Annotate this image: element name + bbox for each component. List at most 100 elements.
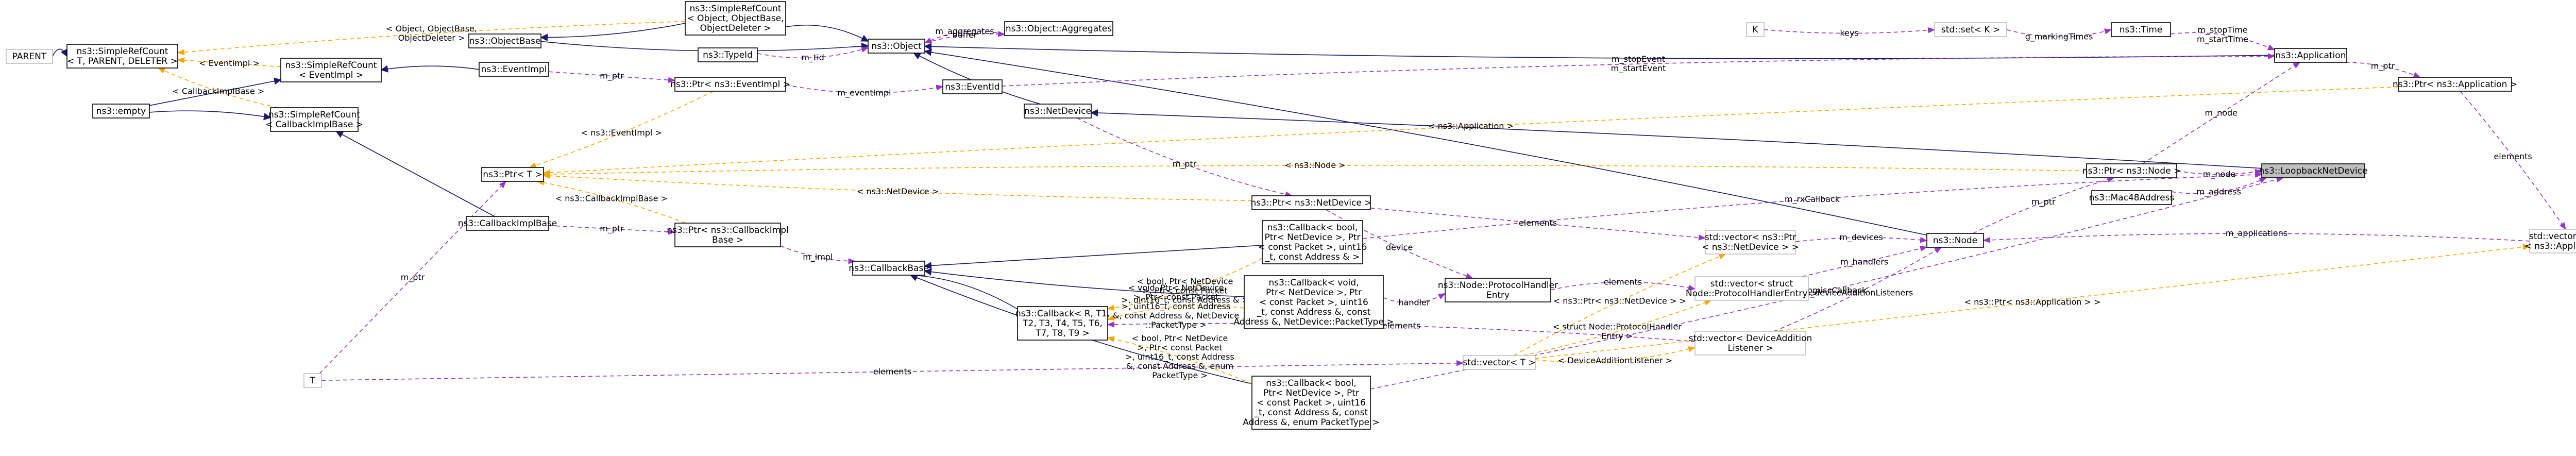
edge-inherit-eventimpl-to-simplerefcount-ev bbox=[380, 65, 480, 73]
class-node-callback-bool1[interactable]: ns3::Callback< bool,Ptr< NetDevice >, Pt… bbox=[1258, 220, 1367, 264]
edge-label: elements bbox=[873, 366, 911, 376]
edge-inherit-application-to-object bbox=[924, 43, 2275, 59]
edge-usage-netdevice-to-ptr-netdevice bbox=[1076, 117, 1293, 197]
class-node-label: < ns3::Application > > bbox=[2524, 241, 2576, 251]
class-node-node[interactable]: ns3::Node bbox=[1926, 233, 1984, 248]
class-node-label: Entry bbox=[1486, 290, 1510, 300]
class-node-ptr-application[interactable]: ns3::Ptr< ns3::Application > bbox=[2393, 77, 2517, 92]
class-node-ptr-node[interactable]: ns3::Ptr< ns3::Node > bbox=[2082, 163, 2181, 178]
class-node-x[interactable]: K bbox=[1746, 22, 1765, 37]
edge-usage-application-to-ptr-application bbox=[2345, 62, 2421, 78]
class-node-loopback[interactable]: ns3::LoopbackNetDevice bbox=[2259, 163, 2368, 178]
class-node-t[interactable]: T bbox=[303, 373, 322, 388]
class-node-box bbox=[1445, 278, 1551, 302]
class-node-vector-t[interactable]: std::vector< T > bbox=[1463, 355, 1536, 370]
edge-label: < bool, Ptr< NetDevice bbox=[1137, 276, 1233, 286]
class-node-simplerefcount-t[interactable]: ns3::SimpleRefCount< T, PARENT, DELETER … bbox=[66, 44, 178, 69]
class-node-callback-void[interactable]: ns3::Callback< void,Ptr< NetDevice >, Pt… bbox=[1234, 275, 1394, 329]
class-node-eventid[interactable]: ns3::EventId bbox=[942, 79, 1003, 94]
class-node-vector-ptr-application[interactable]: std::vector< ns3::Ptr< ns3::Application … bbox=[2524, 229, 2576, 254]
class-node-label: ns3::EventId bbox=[945, 82, 999, 92]
class-node-label: < const Packet >, uint16 bbox=[1257, 398, 1366, 408]
class-node-vector-protocol[interactable]: std::vector< structNode::ProtocolHandler… bbox=[1686, 276, 1818, 301]
class-node-label: std::vector< DeviceAddition bbox=[1689, 333, 1812, 344]
class-node-parent[interactable]: PARENT bbox=[6, 49, 53, 64]
class-node-box bbox=[466, 216, 549, 231]
class-node-callback-bool2[interactable]: ns3::Callback< bool,Ptr< NetDevice >, Pt… bbox=[1243, 376, 1380, 430]
class-node-label: ns3::Ptr< ns3::NetDevice > bbox=[1251, 198, 1372, 208]
edge-label: < bool, Ptr< NetDevice bbox=[1132, 333, 1228, 343]
class-node-protocolhandler[interactable]: ns3::Node::ProtocolHandlerEntry bbox=[1438, 278, 1558, 302]
class-node-label: std::vector< struct bbox=[1710, 279, 1793, 289]
class-node-application[interactable]: ns3::Application bbox=[2274, 48, 2347, 63]
class-node-box bbox=[2398, 77, 2512, 92]
edge-label: PacketType > bbox=[1152, 370, 1208, 380]
class-node-ptr-t[interactable]: ns3::Ptr< T > bbox=[481, 167, 544, 182]
edge-template-ptr-eventimpl-to-ptr-t bbox=[529, 91, 714, 168]
class-node-label: ns3::Node bbox=[1933, 235, 1977, 246]
class-node-objectbase[interactable]: ns3::ObjectBase bbox=[468, 33, 541, 48]
edge-inherit-netdevice-to-object bbox=[913, 53, 1041, 105]
class-node-ptr-cbimplbase[interactable]: ns3::Ptr< ns3::CallbackImplBase > bbox=[667, 223, 789, 247]
class-node-box bbox=[468, 33, 541, 48]
class-node-label: < Object, ObjectBase, bbox=[687, 13, 784, 24]
class-node-box bbox=[280, 58, 382, 82]
class-node-netdevice[interactable]: ns3::NetDevice bbox=[1024, 104, 1092, 119]
class-node-label: T2, T3, T4, T5, T6, bbox=[1022, 318, 1103, 329]
edge-label: m_ptr bbox=[1173, 159, 1197, 170]
class-node-callbackimplbase[interactable]: ns3::CallbackImplBase bbox=[458, 216, 557, 231]
class-node-ptr-eventimpl[interactable]: ns3::Ptr< ns3::EventImpl > bbox=[670, 77, 790, 92]
edge-label: < DeviceAdditionListener > bbox=[1558, 356, 1672, 365]
edge-label: m_startTime bbox=[2197, 35, 2248, 45]
class-node-typeid[interactable]: ns3::TypeId bbox=[698, 47, 758, 62]
class-node-box bbox=[2274, 48, 2347, 63]
edge-label: m_node bbox=[2203, 170, 2236, 180]
class-node-box bbox=[1463, 355, 1536, 370]
edge-usage-t-to-vector-t bbox=[321, 360, 1464, 381]
class-node-box bbox=[6, 49, 53, 64]
edge-inherit-callbackimplbase-to-simplerefcount-cb bbox=[335, 131, 495, 217]
class-node-label: ns3::SimpleRefCount bbox=[77, 46, 168, 57]
edge-template-callback-bool1-to-callback-r bbox=[1107, 258, 1263, 311]
class-node-aggregates[interactable]: ns3::Object::Aggregates bbox=[1004, 21, 1113, 36]
edge-template-callback-void-to-callback-r bbox=[1107, 305, 1245, 320]
class-node-label: ns3::Ptr< T > bbox=[483, 170, 543, 180]
edge-usage-ptr-application-to-vector-ptr-application bbox=[2460, 91, 2566, 230]
class-node-empty[interactable]: ns3::empty bbox=[92, 104, 150, 119]
edge-template-vector-t-to-vector-listener bbox=[1535, 346, 1696, 363]
edge-template-simplerefcount-obj-to-simplerefcount-t bbox=[177, 21, 686, 55]
edge-inherit-loopback-to-netdevice bbox=[1090, 109, 2262, 169]
class-node-object[interactable]: ns3::Object bbox=[868, 39, 925, 54]
class-node-vector-listener[interactable]: std::vector< DeviceAdditionListener > bbox=[1689, 331, 1812, 356]
edge-label: elements bbox=[1604, 277, 1642, 287]
class-node-label: Address &, NetDevice::PacketType > bbox=[1234, 317, 1394, 327]
class-node-callback-r[interactable]: ns3::Callback< R, T1,T2, T3, T4, T5, T6,… bbox=[1015, 306, 1110, 341]
class-node-label: Ptr< NetDevice >, Ptr bbox=[1263, 388, 1359, 398]
edge-inherit-callback-bool1-to-callbackbase bbox=[924, 245, 1263, 269]
class-node-set-k[interactable]: std::set< K > bbox=[1934, 22, 2007, 37]
edge-template-callback-bool2-to-callback-r bbox=[1107, 336, 1252, 384]
class-node-simplerefcount-obj[interactable]: ns3::SimpleRefCount< Object, ObjectBase,… bbox=[685, 1, 786, 36]
class-node-label: std::vector< ns3::Ptr bbox=[1705, 232, 1796, 243]
class-node-eventimpl[interactable]: ns3::EventImpl bbox=[479, 62, 549, 77]
class-node-mac48address[interactable]: ns3::Mac48Address bbox=[2089, 190, 2175, 205]
class-node-box bbox=[1694, 276, 1809, 301]
class-node-label: ns3::Object::Aggregates bbox=[1006, 24, 1112, 34]
class-node-label: Listener > bbox=[1727, 343, 1773, 353]
class-node-box bbox=[1017, 306, 1108, 341]
class-node-callbackbase[interactable]: ns3::CallbackBase bbox=[849, 261, 929, 276]
class-node-label: ns3::Time bbox=[2120, 25, 2163, 35]
class-node-label: ns3::LoopbackNetDevice bbox=[2259, 166, 2367, 176]
class-node-box bbox=[481, 167, 544, 182]
class-node-box bbox=[1251, 195, 1371, 210]
class-node-ptr-netdevice[interactable]: ns3::Ptr< ns3::NetDevice > bbox=[1251, 195, 1372, 210]
class-node-simplerefcount-cb[interactable]: ns3::SimpleRefCount< CallbackImplBase > bbox=[265, 107, 363, 132]
class-node-box bbox=[66, 44, 178, 69]
edge-label: m_ptr bbox=[600, 71, 624, 81]
class-node-time[interactable]: ns3::Time bbox=[2111, 22, 2171, 37]
edge-label: >, Ptr< const Packet bbox=[1137, 343, 1222, 352]
edge-usage-t-to-ptr-t bbox=[319, 180, 506, 374]
class-node-vector-ptr-netdevice[interactable]: std::vector< ns3::Ptr< ns3::NetDevice > … bbox=[1702, 230, 1799, 255]
class-node-simplerefcount-ev[interactable]: ns3::SimpleRefCount< EventImpl > bbox=[280, 58, 382, 82]
class-node-label: ns3::Object bbox=[871, 41, 922, 52]
